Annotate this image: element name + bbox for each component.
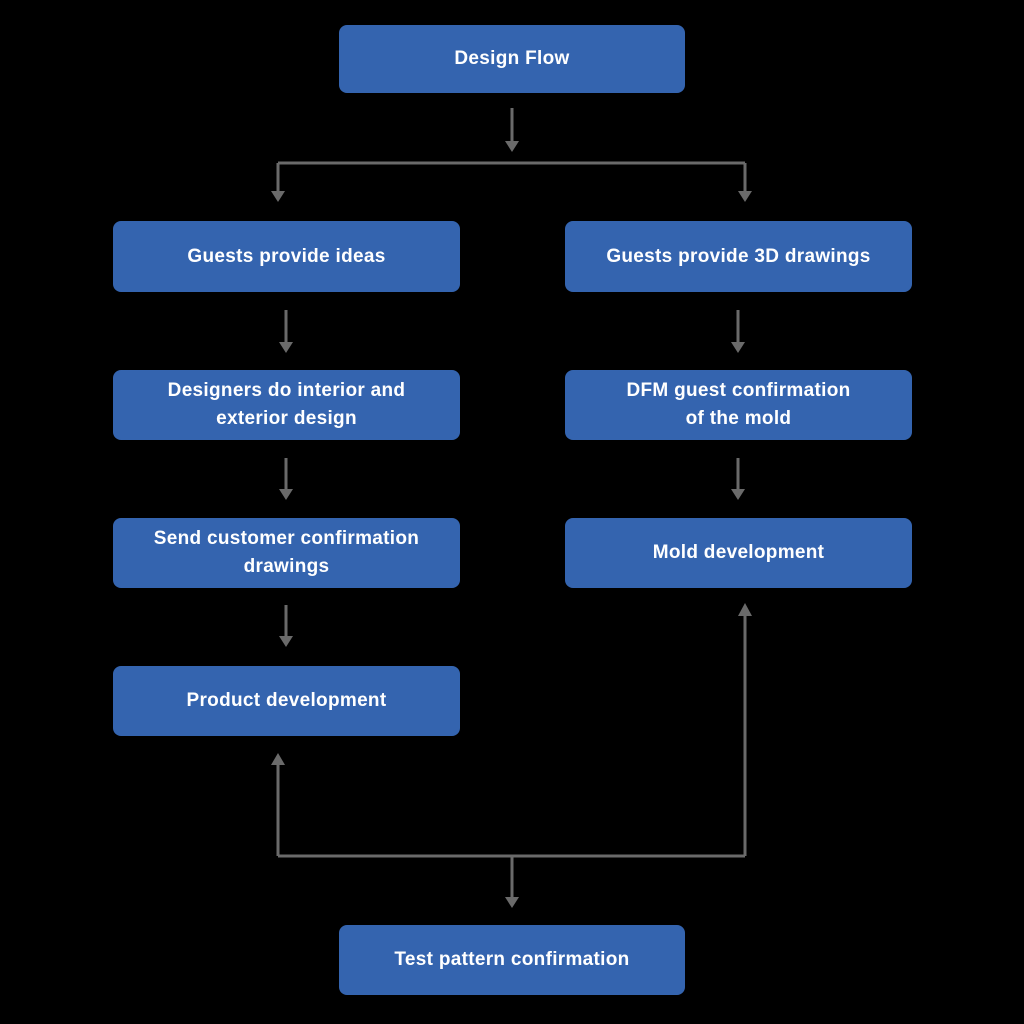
connector-3d-to-dfm (731, 310, 745, 353)
arrowhead-down-icon (505, 141, 519, 152)
connector-junction-to-product (271, 753, 285, 856)
arrowhead-down-icon (505, 897, 519, 908)
connector-split-to-guests-3d (738, 163, 752, 202)
arrowhead-down-icon (279, 636, 293, 647)
arrowhead-down-icon (279, 489, 293, 500)
arrowhead-down-icon (271, 191, 285, 202)
connector-designflow-to-split (505, 108, 519, 152)
node-test-pattern-confirmation: Test pattern confirmation (339, 925, 685, 995)
node-guests-provide-ideas: Guests provide ideas (113, 221, 460, 292)
connector-designers-to-send (279, 458, 293, 500)
node-guests-provide-3d-drawings: Guests provide 3D drawings (565, 221, 912, 292)
connector-junction-to-test (505, 856, 519, 908)
connector-ideas-to-designers (279, 310, 293, 353)
arrowhead-up-icon (738, 603, 752, 616)
node-product-development: Product development (113, 666, 460, 736)
connector-junction-to-mold (738, 603, 752, 856)
arrowhead-up-icon (271, 753, 285, 765)
arrowhead-down-icon (738, 191, 752, 202)
arrowhead-down-icon (731, 342, 745, 353)
node-dfm-guest-confirmation: DFM guest confirmation of the mold (565, 370, 912, 440)
node-designers-interior-exterior: Designers do interior and exterior desig… (113, 370, 460, 440)
connector-send-to-product (279, 605, 293, 647)
node-design-flow: Design Flow (339, 25, 685, 93)
arrowhead-down-icon (731, 489, 745, 500)
node-send-customer-confirmation-drawings: Send customer confirmation drawings (113, 518, 460, 588)
connector-dfm-to-mold (731, 458, 745, 500)
node-mold-development: Mold development (565, 518, 912, 588)
connector-split-to-guests-ideas (271, 163, 285, 202)
arrowhead-down-icon (279, 342, 293, 353)
